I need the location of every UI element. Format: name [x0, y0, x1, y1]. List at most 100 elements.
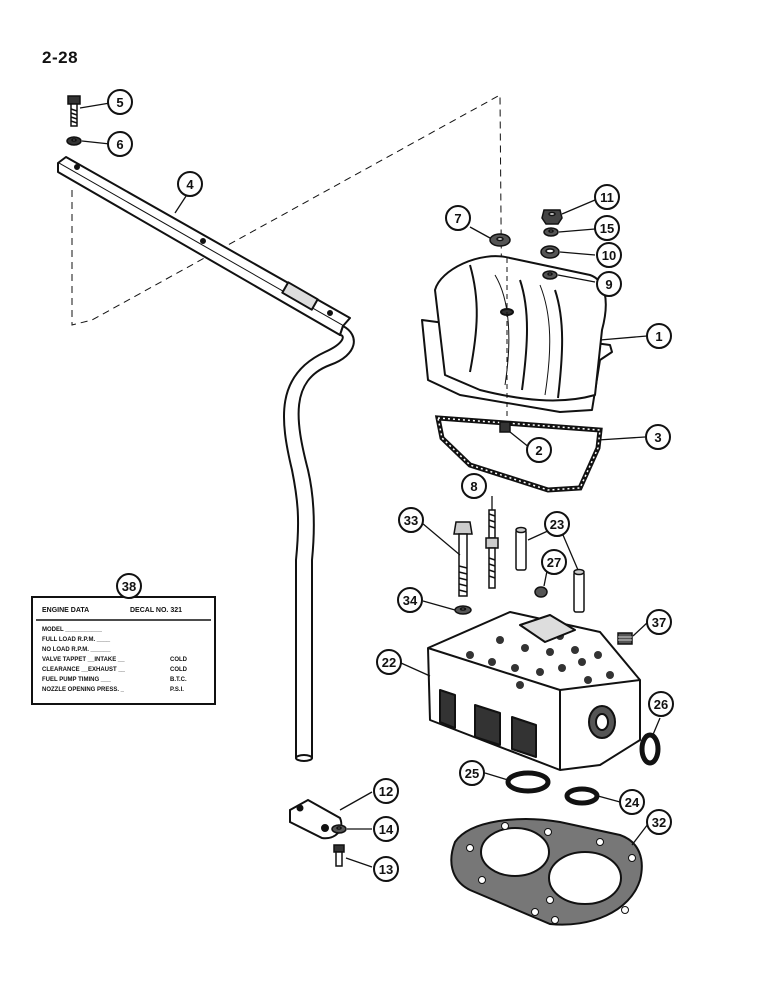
callout-number: 13 — [379, 862, 393, 877]
callout-number: 15 — [600, 221, 614, 236]
callout-circle — [646, 609, 672, 635]
decal-line-value: COLD — [170, 657, 188, 663]
part-33-head-bolt — [453, 521, 473, 597]
decal-title: ENGINE DATA — [42, 607, 89, 614]
callout-circle — [116, 573, 142, 599]
callout-number: 14 — [379, 822, 394, 837]
part-3-cover-gasket — [434, 415, 603, 493]
callout-circle — [177, 171, 203, 197]
callout-circle — [373, 778, 399, 804]
callout-circle — [541, 549, 567, 575]
callout-9: 9 — [596, 271, 622, 297]
part-23-tube-a — [515, 526, 527, 571]
part-15-washer — [543, 227, 559, 237]
decal-line-value: P.S.I. — [170, 687, 184, 693]
callout-8: 8 — [461, 473, 487, 499]
callout-circle — [398, 507, 424, 533]
part-2-spacer — [499, 421, 511, 433]
callout-circle — [646, 809, 672, 835]
callout-circle — [459, 760, 485, 786]
callout-circle — [373, 816, 399, 842]
callout-number: 4 — [186, 177, 194, 192]
leader-lines — [79, 102, 661, 868]
part-26-ring — [639, 732, 661, 766]
part-38-engine-data-decal: ENGINE DATA DECAL NO. 321 MODEL ________… — [31, 596, 216, 705]
page-number: 2-28 — [42, 48, 79, 67]
callout-32: 32 — [646, 809, 672, 835]
part-6-washer — [66, 136, 82, 146]
part-3-gasket-inner — [437, 417, 601, 491]
part-24-ring — [564, 786, 600, 806]
part-8-stud — [485, 509, 499, 589]
callout-26: 26 — [648, 691, 674, 717]
callout-14: 14 — [373, 816, 399, 842]
callout-number: 24 — [625, 795, 640, 810]
part-12-plate — [289, 798, 343, 840]
part-22-top-holes — [466, 632, 614, 689]
part-1-valve-cover — [421, 255, 613, 413]
part-4-bracket-rod — [57, 156, 355, 762]
callout-25: 25 — [459, 760, 485, 786]
callout-2: 2 — [526, 437, 552, 463]
callout-3: 3 — [645, 424, 671, 450]
callout-5: 5 — [107, 89, 133, 115]
callout-number: 37 — [652, 615, 666, 630]
decal-line-label: VALVE TAPPET __INTAKE __ — [42, 657, 125, 663]
callout-7: 7 — [445, 205, 471, 231]
callout-number: 34 — [403, 593, 418, 608]
callout-circle — [373, 856, 399, 882]
callout-circle — [648, 691, 674, 717]
callout-23: 23 — [544, 511, 570, 537]
callout-number: 7 — [454, 211, 461, 226]
callout-circle — [619, 789, 645, 815]
part-9-washer — [542, 270, 558, 280]
callout-circle — [544, 511, 570, 537]
callout-number: 11 — [600, 190, 614, 205]
part-37-plug — [617, 632, 633, 645]
callout-27: 27 — [541, 549, 567, 575]
callout-13: 13 — [373, 856, 399, 882]
callout-number: 12 — [379, 784, 393, 799]
callout-circle — [445, 205, 471, 231]
callout-number: 23 — [550, 517, 564, 532]
callout-circle — [645, 424, 671, 450]
callout-circle — [596, 271, 622, 297]
callout-circle — [594, 184, 620, 210]
callout-number: 38 — [122, 579, 136, 594]
assembly-dashed-outline — [71, 94, 503, 341]
part-23-tube-b — [573, 568, 585, 613]
callout-33: 33 — [398, 507, 424, 533]
decal-line-label: FUEL PUMP TIMING ___ — [42, 677, 111, 683]
callout-number: 25 — [465, 766, 479, 781]
callout-number: 3 — [654, 430, 661, 445]
decal-line-label: CLEARANCE __EXHAUST __ — [42, 667, 126, 673]
part-32-head-gasket — [450, 818, 643, 926]
callout-number: 32 — [652, 815, 666, 830]
callout-circle — [397, 587, 423, 613]
callout-4: 4 — [177, 171, 203, 197]
callout-circle — [461, 473, 487, 499]
decal-line-label: FULL LOAD R.P.M. ____ — [42, 637, 111, 643]
callout-circle — [646, 323, 672, 349]
callout-11: 11 — [594, 184, 620, 210]
part-14-washer — [331, 824, 347, 834]
decal-line-value: B.T.C. — [170, 677, 187, 683]
callout-number: 9 — [605, 277, 612, 292]
callout-number: 5 — [116, 95, 123, 110]
part-22-cylinder-head — [427, 611, 641, 771]
callout-1: 1 — [646, 323, 672, 349]
callout-number: 26 — [654, 697, 668, 712]
callout-circle — [376, 649, 402, 675]
part-5-bolt — [67, 95, 81, 127]
callout-circle — [107, 89, 133, 115]
callout-22: 22 — [376, 649, 402, 675]
callout-number: 8 — [470, 479, 477, 494]
part-11-nut — [541, 209, 563, 225]
callout-10: 10 — [596, 242, 622, 268]
callout-34: 34 — [397, 587, 423, 613]
part-7-grommet — [489, 233, 511, 247]
callout-number: 10 — [602, 248, 616, 263]
callout-number: 22 — [382, 655, 396, 670]
part-27-plug — [534, 586, 548, 598]
decal-line-label: NOZZLE OPENING PRESS. _ — [42, 687, 125, 693]
